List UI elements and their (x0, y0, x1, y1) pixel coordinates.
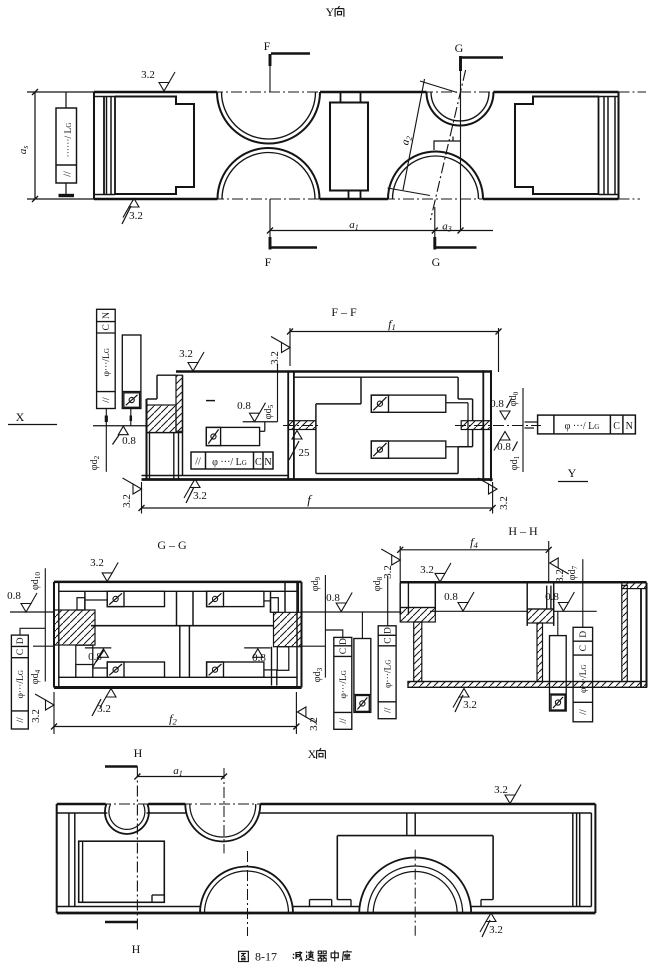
svg-text:3.2: 3.2 (420, 564, 434, 576)
svg-text:Y: Y (568, 466, 577, 480)
svg-text:F: F (264, 39, 271, 53)
svg-text:N: N (102, 312, 112, 319)
svg-text:a1: a1 (349, 219, 359, 232)
svg-text:3.2: 3.2 (97, 703, 111, 715)
svg-text:3.2: 3.2 (554, 569, 566, 583)
svg-text:Y: Y (326, 5, 335, 19)
svg-text:H: H (134, 746, 143, 760)
svg-text://: // (63, 171, 74, 177)
svg-text:3.2: 3.2 (129, 210, 143, 222)
svg-text:3.2: 3.2 (269, 351, 281, 365)
svg-text:f: f (307, 492, 313, 507)
svg-text:0.8: 0.8 (490, 398, 504, 410)
svg-text:F: F (265, 255, 272, 269)
svg-text:······/ LG: ······/ LG (64, 123, 74, 158)
svg-text:f4: f4 (470, 535, 478, 550)
svg-text:as: as (17, 146, 30, 155)
svg-text:C: C (579, 645, 589, 651)
svg-text:3.2: 3.2 (489, 924, 503, 936)
svg-text://: // (339, 718, 349, 724)
svg-text:3.2: 3.2 (463, 699, 477, 711)
svg-text:φ ···/ LG: φ ···/ LG (212, 457, 247, 468)
svg-text:φ···/LG: φ···/LG (579, 664, 589, 692)
svg-text:X: X (308, 747, 317, 761)
svg-text:C: C (255, 457, 262, 468)
svg-text:N: N (264, 457, 271, 468)
svg-text:F – F: F – F (331, 305, 357, 319)
svg-text:C: C (339, 648, 349, 654)
svg-text:25: 25 (299, 447, 311, 459)
svg-text:3.2: 3.2 (494, 784, 508, 796)
svg-text://: // (16, 717, 26, 723)
svg-text:f1: f1 (388, 317, 396, 332)
svg-text:0.8: 0.8 (7, 590, 21, 602)
svg-text:C: C (613, 421, 620, 432)
svg-text://: // (102, 397, 112, 403)
svg-text:D: D (16, 637, 26, 644)
svg-text:3.2: 3.2 (179, 348, 193, 360)
svg-text:3.2: 3.2 (498, 496, 510, 510)
svg-text:0.8: 0.8 (122, 435, 136, 447)
svg-text:H – H: H – H (508, 524, 538, 538)
svg-text:3.2: 3.2 (30, 709, 42, 723)
svg-text:3.2: 3.2 (382, 565, 394, 579)
svg-text:φ···/LG: φ···/LG (102, 348, 112, 376)
svg-text:3.2: 3.2 (141, 69, 155, 81)
svg-text://: // (195, 457, 201, 468)
svg-text:φ···/LG: φ···/LG (16, 670, 26, 698)
svg-text:φ···/LG: φ···/LG (383, 660, 393, 688)
svg-text:0.8: 0.8 (326, 592, 340, 604)
svg-text:a1: a1 (173, 765, 183, 778)
svg-text:3.2: 3.2 (121, 494, 133, 508)
svg-text:8-17: 8-17 (255, 950, 277, 964)
svg-text:G: G (455, 41, 464, 55)
svg-text:C: C (383, 637, 393, 643)
svg-text:C: C (102, 324, 112, 330)
svg-text:C: C (16, 649, 26, 655)
svg-text:D: D (579, 631, 589, 638)
svg-text:3.2: 3.2 (90, 557, 104, 569)
svg-text:D: D (383, 627, 393, 634)
svg-text:φ ···/ LG: φ ···/ LG (565, 421, 600, 432)
svg-text:0.8: 0.8 (497, 441, 511, 453)
svg-text:G: G (432, 255, 441, 269)
svg-text:0.8: 0.8 (237, 400, 251, 412)
svg-text:X: X (16, 410, 25, 424)
svg-text://: // (579, 709, 589, 715)
svg-text:0.8: 0.8 (252, 652, 266, 664)
svg-text:0.8: 0.8 (545, 591, 559, 603)
svg-text:3.2: 3.2 (308, 717, 320, 731)
svg-text:H: H (132, 942, 141, 956)
svg-text:N: N (626, 421, 633, 432)
svg-text://: // (383, 707, 393, 713)
svg-text:a3: a3 (442, 221, 452, 234)
svg-text:G – G: G – G (157, 538, 187, 552)
svg-text:0.8: 0.8 (88, 651, 102, 663)
svg-text:φ···/LG: φ···/LG (339, 670, 349, 698)
svg-text:D: D (339, 638, 349, 645)
svg-text:f2: f2 (169, 712, 177, 727)
svg-text:3.2: 3.2 (193, 490, 207, 502)
svg-text:0.8: 0.8 (444, 591, 458, 603)
